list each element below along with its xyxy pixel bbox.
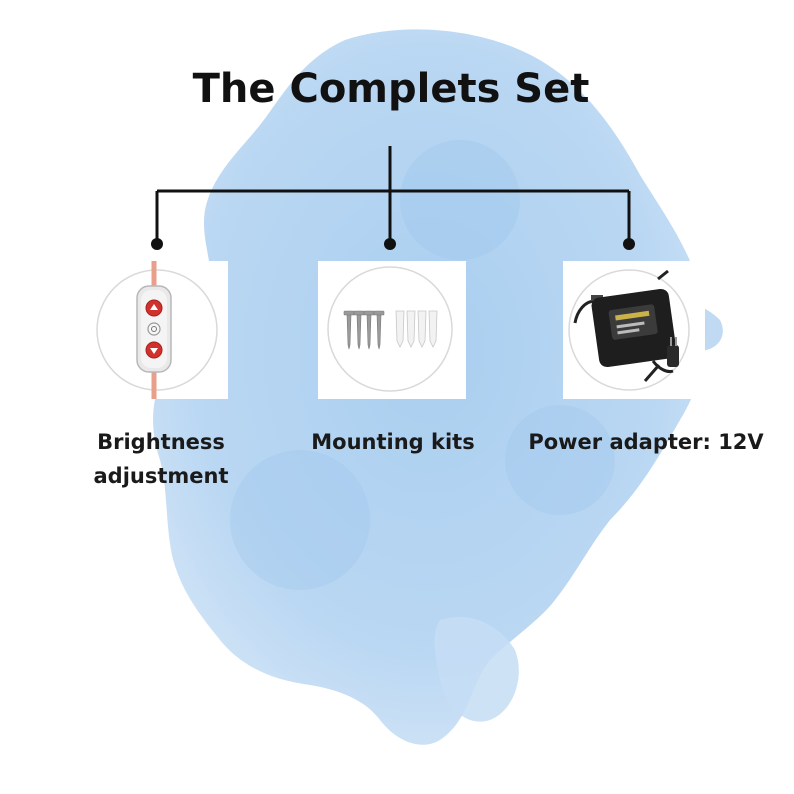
splash-shade-2 xyxy=(230,450,370,590)
anchors-group xyxy=(395,310,438,348)
diagram-title: The Complets Set xyxy=(192,66,590,112)
connector-dot-center xyxy=(384,238,396,250)
item-label-line: adjustment xyxy=(93,464,229,488)
item-label-brightness: Brightness adjustment xyxy=(80,425,242,493)
item-label-line: Mounting kits xyxy=(311,430,475,454)
screws-group xyxy=(343,310,385,350)
item-label-line: Brightness xyxy=(97,430,225,454)
item-label-mounting: Mounting kits xyxy=(300,425,486,459)
item-label-power: Power adapter: 12V xyxy=(528,425,764,459)
connector-dot-right xyxy=(623,238,635,250)
dimmer-switch-icon xyxy=(96,261,218,399)
power-adapter-icon xyxy=(568,269,690,391)
item-card-power xyxy=(563,261,705,399)
splash-shade-1 xyxy=(400,140,520,260)
splash-bottom-lobe xyxy=(434,616,519,722)
item-card-brightness xyxy=(84,261,228,399)
item-card-mounting xyxy=(318,261,466,399)
screws-anchors-icon xyxy=(327,266,453,392)
item-label-line: Power adapter: 12V xyxy=(528,430,764,454)
connector-dot-left xyxy=(151,238,163,250)
splash-shade-3 xyxy=(505,405,615,515)
